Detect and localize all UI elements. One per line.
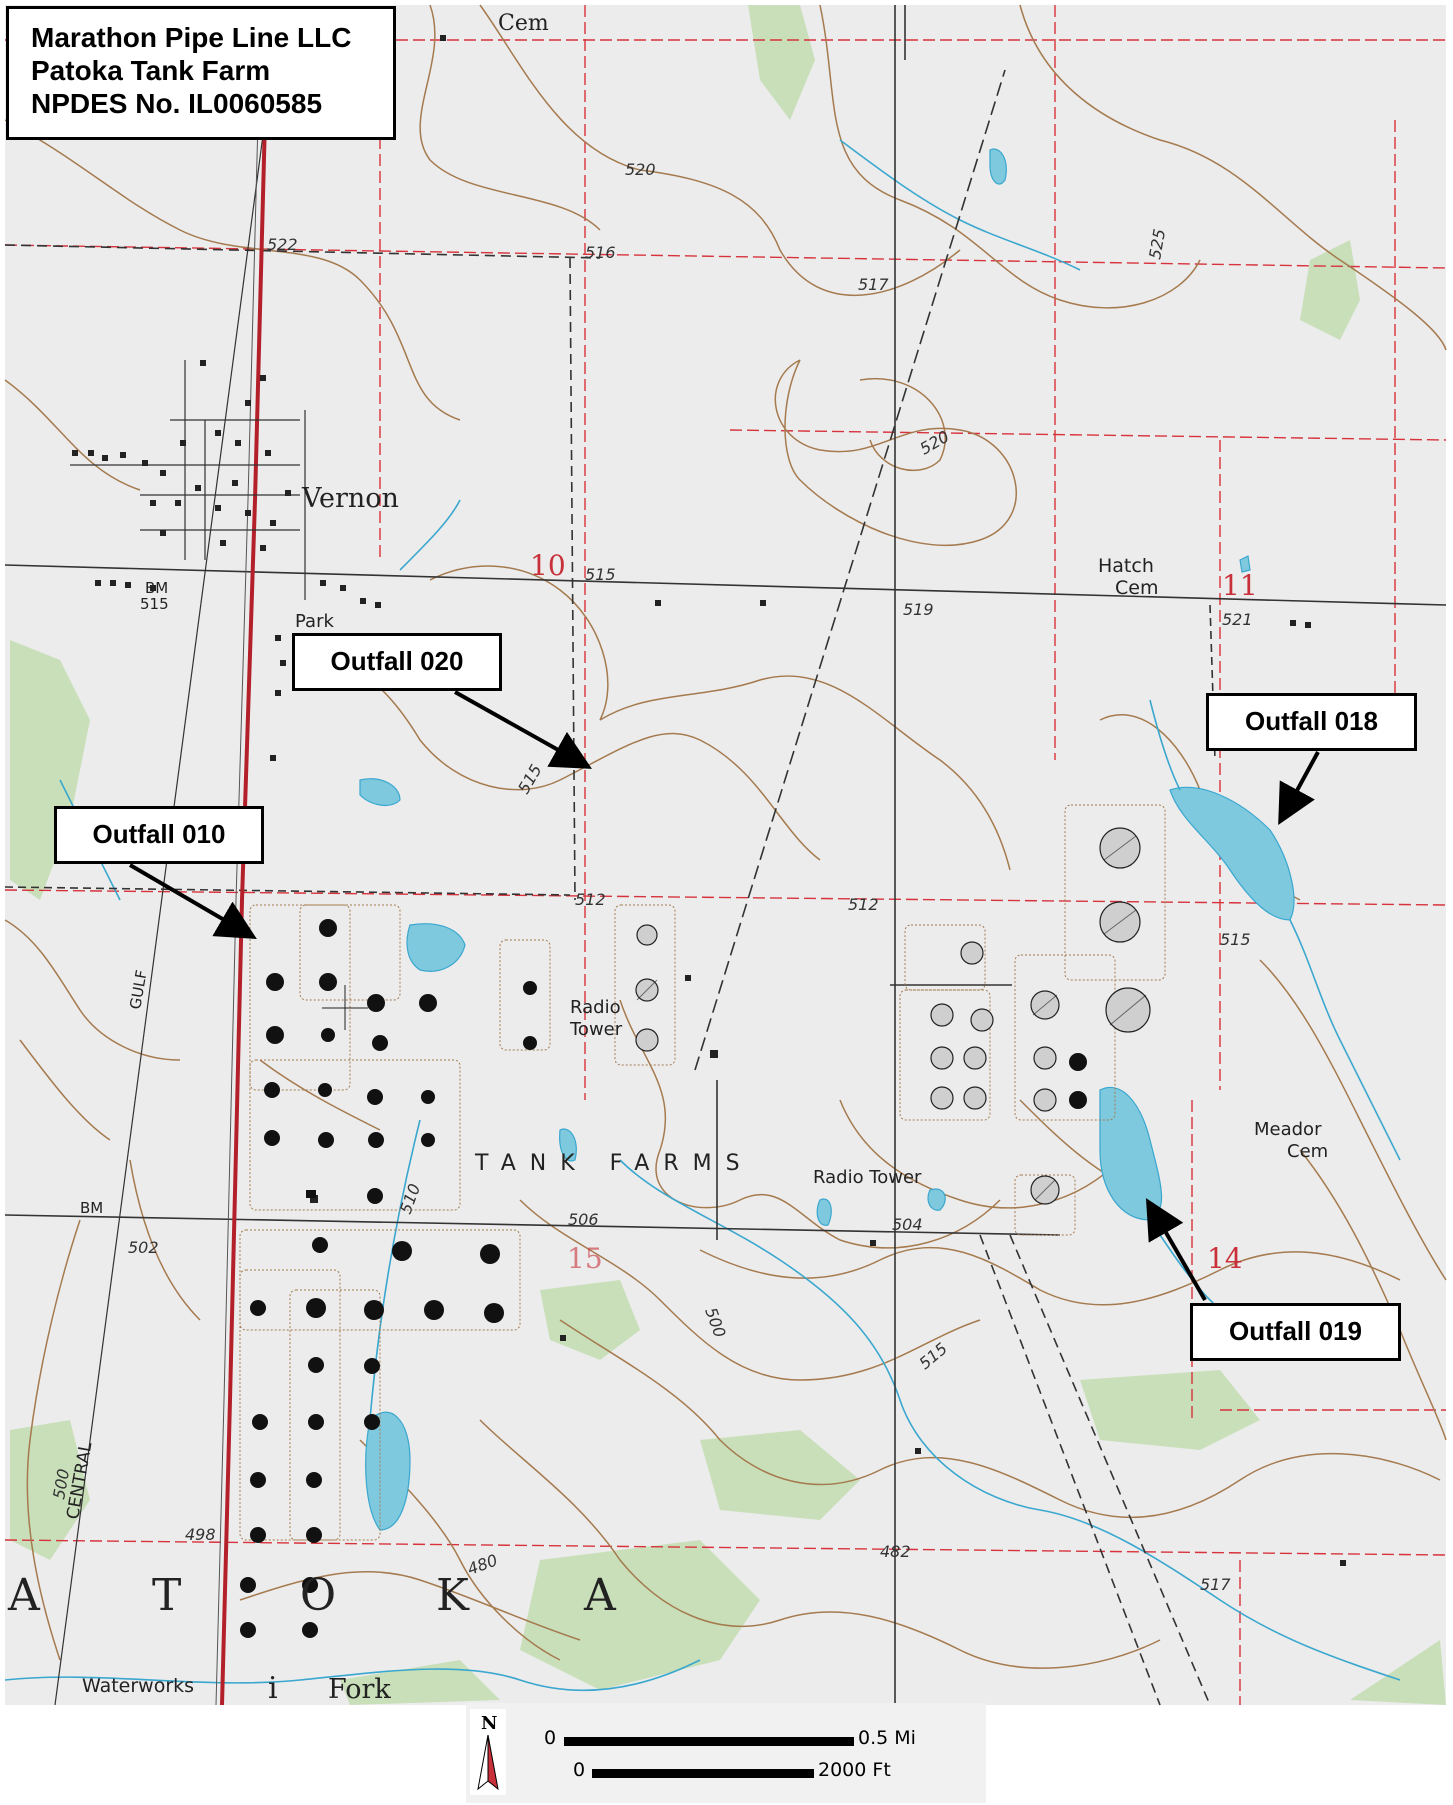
patoka-letter-o: O	[300, 1570, 336, 1621]
streams	[4, 139, 1401, 1692]
scale-ft-label: 2000 Ft	[818, 1759, 891, 1781]
section-numbers: 10 11 15 14	[530, 549, 1258, 1275]
north-label: N	[481, 1713, 497, 1734]
elev-515-c: 515	[1220, 930, 1251, 949]
elev-515-a: 515	[585, 565, 616, 584]
bm-west-label: BM	[145, 579, 168, 597]
vernon-town-grid	[70, 360, 306, 600]
elev-519: 519	[903, 600, 934, 619]
hatch-cem-label: Cem	[1115, 577, 1158, 599]
scale-zero-mi: 0	[544, 1727, 557, 1749]
highway	[220, 119, 267, 1706]
title-box: Marathon Pipe Line LLC Patoka Tank Farm …	[6, 6, 396, 140]
i-label: i	[268, 1671, 278, 1706]
water-bodies	[359, 148, 1295, 1531]
arrow-outfall-019	[1145, 1198, 1207, 1302]
elev-521: 521	[1222, 610, 1253, 629]
elev-504: 504	[892, 1215, 923, 1234]
elev-522: 522	[267, 235, 298, 254]
arrow-outfall-010	[128, 863, 257, 940]
town-label: Vernon	[301, 483, 399, 514]
elev-517: 517	[858, 275, 889, 294]
park-label: Park	[295, 611, 334, 632]
meador-cem-label: Cem	[1287, 1141, 1328, 1162]
fork-label: Fork	[328, 1674, 391, 1705]
elev-498: 498	[185, 1525, 216, 1544]
scale-panel: N 0 0.5 Mi 0 2000 Ft	[466, 1703, 986, 1803]
cem-top-label: Cem	[498, 11, 549, 36]
scale-bar-feet	[592, 1769, 814, 1778]
radio-tower-label-2: Tower	[569, 1019, 623, 1040]
north-arrow: N	[470, 1709, 506, 1795]
scale-mi-label: 0.5 Mi	[858, 1727, 916, 1749]
elev-512-b: 512	[848, 895, 879, 914]
highway-center	[215, 119, 259, 1706]
section-10: 10	[530, 549, 566, 582]
map-text: Vernon Park BM 515 Hatch Cem Meador Cem …	[7, 11, 1328, 1706]
patoka-letter-k: K	[436, 1570, 470, 1621]
waterworks-label: Waterworks	[82, 1675, 194, 1697]
tank-farm-west	[239, 804, 1166, 1638]
elev-517-se: 517	[1200, 1575, 1231, 1594]
bm-515-label: 515	[140, 595, 169, 613]
outfall-020-label: Outfall 020	[292, 633, 502, 691]
hatch-label: Hatch	[1098, 555, 1154, 577]
elev-506: 506	[568, 1210, 599, 1229]
meador-label: Meador	[1254, 1119, 1322, 1140]
section-15: 15	[567, 1242, 603, 1275]
buildings	[72, 35, 1346, 1566]
arrow-outfall-020	[454, 690, 592, 769]
radio-tower-east-label: Radio Tower	[813, 1167, 922, 1188]
section-14: 14	[1207, 1242, 1243, 1275]
radio-tower-label-1: Radio	[570, 997, 621, 1018]
title-line-facility: Patoka Tank Farm	[31, 55, 271, 86]
elev-512-a: 512	[575, 890, 606, 909]
elev-482: 482	[880, 1542, 911, 1561]
title-line-permit: NPDES No. IL0060585	[31, 88, 323, 119]
outfall-019-label: Outfall 019	[1190, 1303, 1401, 1361]
callout-arrows	[128, 690, 1320, 1302]
title-line-company: Marathon Pipe Line LLC	[31, 22, 352, 53]
outfall-018-label: Outfall 018	[1206, 693, 1417, 751]
scale-zero-ft: 0	[573, 1759, 586, 1781]
scale-bar-miles	[564, 1737, 854, 1746]
outfall-010-label: Outfall 010	[54, 806, 264, 864]
patoka-letter-a2: A	[583, 1570, 617, 1621]
section-11: 11	[1222, 569, 1258, 602]
bm-south-label: BM	[80, 1199, 103, 1217]
patoka-letter-t: T	[152, 1570, 181, 1621]
elev-516: 516	[585, 243, 616, 262]
arrow-outfall-018	[1278, 751, 1320, 826]
roads	[4, 5, 1447, 1706]
tank-farms-label: TANK FARMS	[474, 1151, 754, 1176]
elev-502: 502	[128, 1238, 159, 1257]
patoka-letter-a1: A	[7, 1570, 41, 1621]
elev-520-n: 520	[625, 160, 656, 179]
